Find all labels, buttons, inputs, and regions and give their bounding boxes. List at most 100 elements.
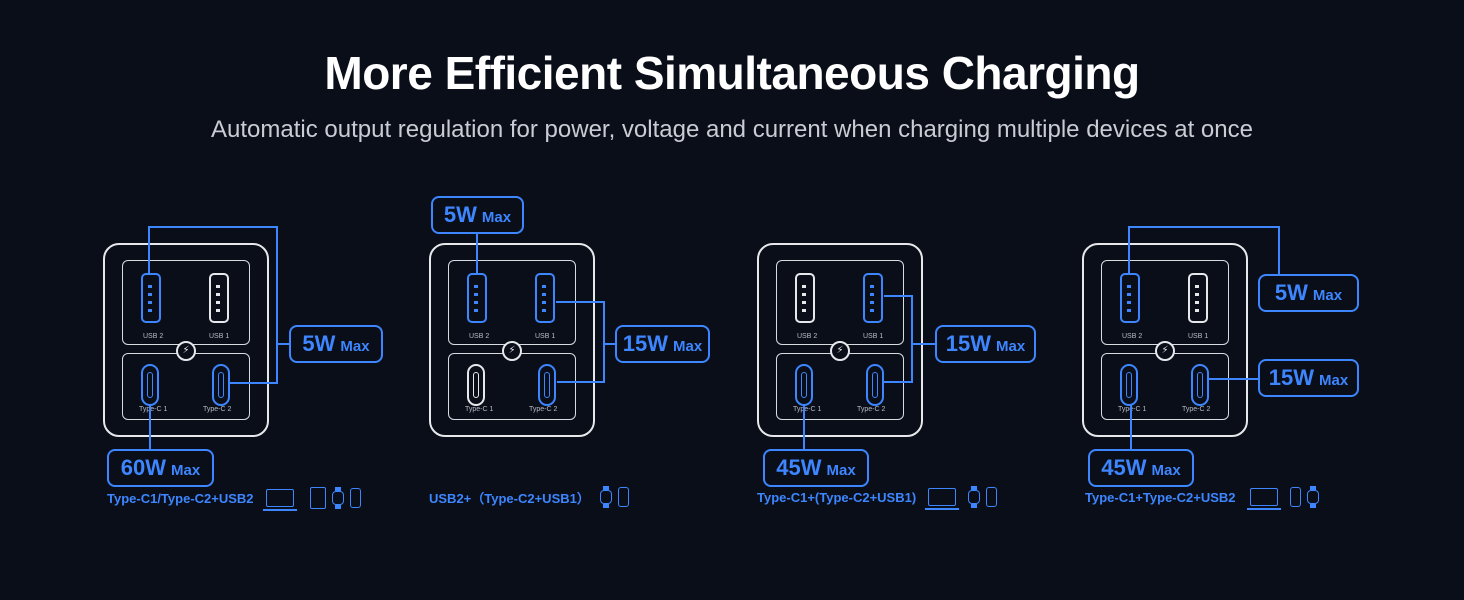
usb1-label: USB 1 xyxy=(209,333,230,340)
usb2-port xyxy=(467,273,487,323)
usb2-label: USB 2 xyxy=(1122,333,1143,340)
combo-text: USB2+（Type-C2+USB1） xyxy=(429,490,590,506)
typec2-label: Type-C 2 xyxy=(529,406,558,413)
watt-value: 5W xyxy=(302,331,336,356)
typec2-port xyxy=(538,364,556,406)
charger-body xyxy=(757,243,923,437)
connector-line xyxy=(557,381,605,383)
combo-label-1: Type-C1/Type-C2+USB2 xyxy=(107,487,361,511)
phone-icon xyxy=(617,487,629,507)
combo-label-4: Type-C1+Type-C2+USB2 xyxy=(1085,486,1319,510)
connector-line xyxy=(230,382,278,384)
usb1-label: USB 1 xyxy=(863,333,884,340)
connector-line xyxy=(1209,378,1259,380)
watt-value: 5W xyxy=(443,202,477,227)
watt-value: 15W xyxy=(622,331,669,356)
watt-value: 45W xyxy=(776,455,822,480)
charger-body xyxy=(1082,243,1248,437)
usb2-label: USB 2 xyxy=(143,333,164,340)
phone-icon xyxy=(1289,487,1301,507)
watt-suffix: Max xyxy=(1151,462,1181,479)
watt-suffix: Max xyxy=(1319,372,1349,389)
connector-line xyxy=(276,226,278,384)
connector-line xyxy=(1130,405,1132,451)
tablet-icon xyxy=(309,487,326,509)
typec1-port xyxy=(141,364,159,406)
typec1-label: Type-C 1 xyxy=(793,406,822,413)
combo-text: Type-C1+(Type-C2+USB1) xyxy=(757,489,917,505)
usb2-label: USB 2 xyxy=(797,333,818,340)
watch-icon xyxy=(1306,486,1319,508)
connector-line xyxy=(1128,226,1130,274)
charger-3: USB 2 USB 1 ⚡ Type-C 1 Type-C 2 xyxy=(757,243,923,437)
usb2-port xyxy=(795,273,815,323)
connector-line xyxy=(148,226,150,274)
watt-suffix: Max xyxy=(340,338,370,355)
typec1-label: Type-C 1 xyxy=(1118,406,1147,413)
connector-line xyxy=(603,301,605,383)
connector-line xyxy=(1128,226,1280,228)
watt-suffix: Max xyxy=(1312,287,1343,304)
watt-value: 5W xyxy=(1274,280,1308,305)
typec2-port xyxy=(212,364,230,406)
typec2-label: Type-C 2 xyxy=(1182,406,1211,413)
watt-suffix: Max xyxy=(481,209,512,226)
combo-label-2: USB2+（Type-C2+USB1） xyxy=(429,486,629,508)
combo-text: Type-C1+Type-C2+USB2 xyxy=(1085,489,1236,505)
usb2-label: USB 2 xyxy=(469,333,490,340)
typec1-label: Type-C 1 xyxy=(139,406,168,413)
typec2-label: Type-C 2 xyxy=(203,406,232,413)
watt-suffix: Max xyxy=(673,338,703,355)
watt-value: 15W xyxy=(1268,365,1315,390)
watch-icon xyxy=(599,486,612,508)
page-title: More Efficient Simultaneous Charging xyxy=(324,47,1140,99)
usb1-label: USB 1 xyxy=(535,333,556,340)
connector-line xyxy=(556,301,605,303)
usb1-port xyxy=(535,273,555,323)
connector-line xyxy=(911,343,936,345)
watt-value: 60W xyxy=(120,455,167,480)
laptop-icon xyxy=(925,488,960,510)
usb1-port xyxy=(1188,273,1208,323)
connector-line xyxy=(911,295,913,383)
typec1-port xyxy=(1120,364,1138,406)
combo-label-3: Type-C1+(Type-C2+USB1) xyxy=(757,486,998,510)
charger-1: USB 2 USB 1 ⚡ Type-C 1 Type-C 2 xyxy=(103,243,269,437)
typec1-port xyxy=(467,364,485,406)
usb1-port xyxy=(863,273,883,323)
usb2-port xyxy=(141,273,161,323)
phone-icon xyxy=(986,487,998,507)
connector-line xyxy=(476,230,478,274)
connector-line xyxy=(148,226,278,228)
watt-suffix: Max xyxy=(826,462,856,479)
connector-line xyxy=(603,343,616,345)
charger-4: USB 2 USB 1 ⚡ Type-C 1 Type-C 2 xyxy=(1082,243,1248,437)
usb1-port xyxy=(209,273,229,323)
typec2-port xyxy=(1191,364,1209,406)
watt-value: 15W xyxy=(945,331,992,356)
typec2-port xyxy=(866,364,884,406)
watt-suffix: Max xyxy=(171,462,201,479)
laptop-icon xyxy=(262,489,297,511)
watch-icon xyxy=(331,487,344,509)
charger-body xyxy=(429,243,595,437)
brand-logo-icon: ⚡ xyxy=(502,341,522,361)
brand-logo-icon: ⚡ xyxy=(1155,341,1175,361)
typec1-label: Type-C 1 xyxy=(465,406,494,413)
connector-line xyxy=(884,381,913,383)
connector-line xyxy=(276,343,290,345)
phone-icon xyxy=(349,488,361,508)
usb2-port xyxy=(1120,273,1140,323)
connector-line xyxy=(149,405,151,451)
watt-value: 45W xyxy=(1101,455,1147,480)
usb1-label: USB 1 xyxy=(1188,333,1209,340)
typec2-label: Type-C 2 xyxy=(857,406,886,413)
brand-logo-icon: ⚡ xyxy=(830,341,850,361)
